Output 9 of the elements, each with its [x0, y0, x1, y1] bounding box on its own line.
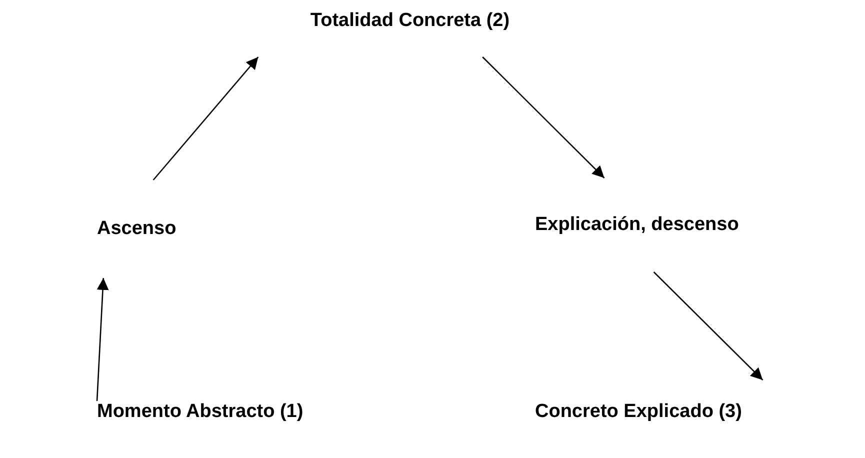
node-label: Ascenso [97, 218, 176, 240]
arrow [482, 56, 605, 178]
node-label: Explicación, descenso [535, 214, 739, 236]
arrow [152, 56, 259, 180]
arrow [96, 278, 109, 402]
arrow [653, 272, 764, 380]
node-label: Concreto Explicado (3) [535, 401, 742, 423]
node-label: Totalidad Concreta (2) [310, 10, 510, 32]
node-label: Momento Abstracto (1) [97, 401, 304, 423]
